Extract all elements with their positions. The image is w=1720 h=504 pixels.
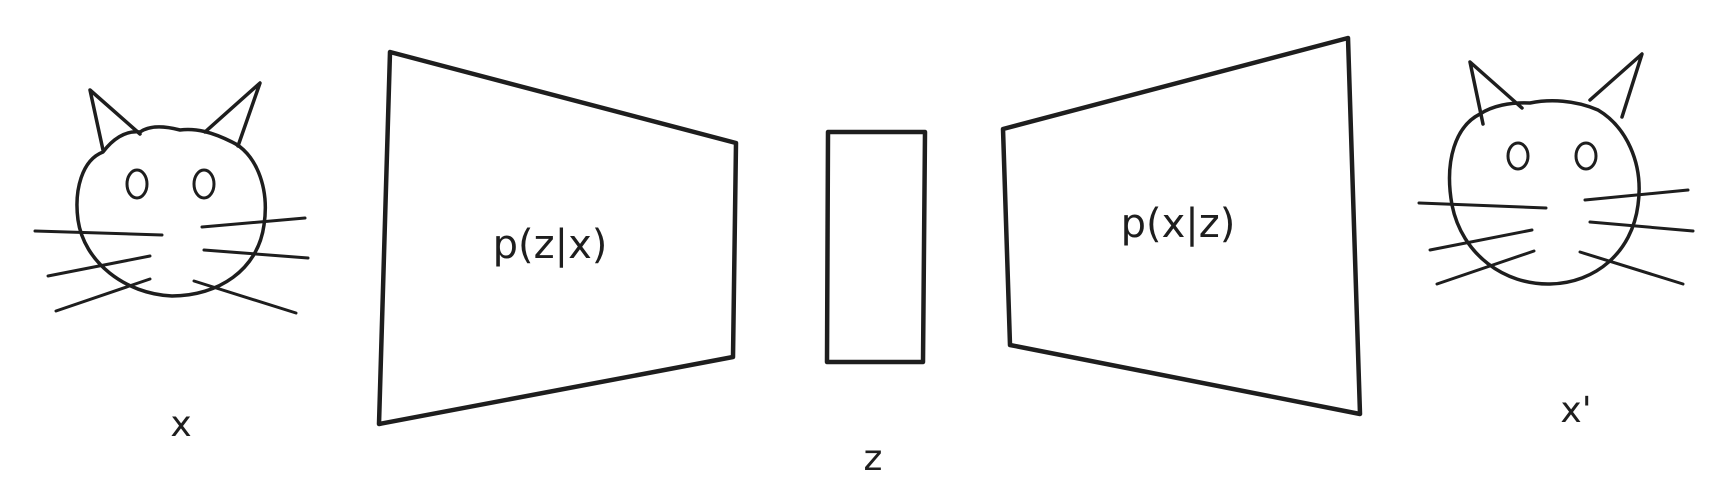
encoder-label: p(z|x): [493, 222, 608, 268]
latent-label: z: [864, 438, 883, 479]
output-cat-icon: [1417, 52, 1695, 286]
input-label: x: [170, 404, 191, 445]
output-label: x': [1560, 390, 1591, 431]
input-cat-icon: [33, 81, 310, 315]
decoder-trapezoid: [1000, 35, 1363, 417]
encoder-trapezoid: [376, 49, 739, 427]
decoder-label: p(x|z): [1121, 201, 1236, 247]
latent-rectangle: [824, 129, 928, 365]
